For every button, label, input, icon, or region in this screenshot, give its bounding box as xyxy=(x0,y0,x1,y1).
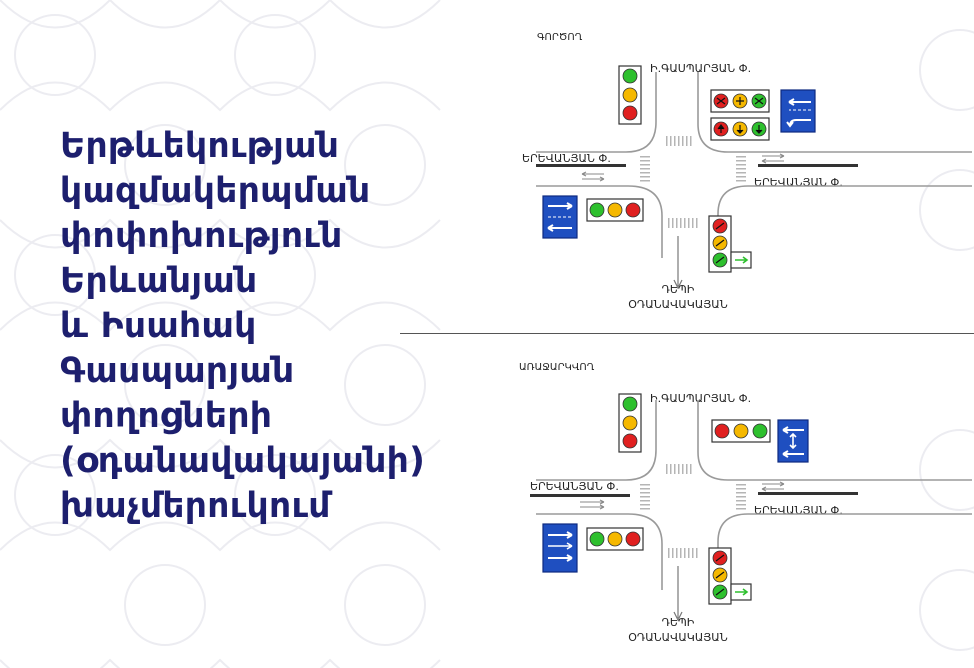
light-red xyxy=(622,433,638,449)
traffic-light-south xyxy=(708,547,752,605)
light-green xyxy=(622,68,638,84)
title-line: կազմակերպման xyxy=(60,171,371,211)
traffic-light-north xyxy=(618,65,642,125)
stop-line-east xyxy=(758,164,858,167)
lane-sign-west xyxy=(542,523,578,573)
street-label-west: ԵՐԵՎԱՆՅԱՆ Փ. xyxy=(530,480,619,493)
lane-arrows-east xyxy=(761,481,785,492)
lane-sign-north xyxy=(777,419,809,463)
light-red xyxy=(714,423,730,439)
title-line: (օդանավակայանի) xyxy=(60,441,426,481)
diagram-header: ԳՈՐԾՈՂ xyxy=(537,32,583,43)
traffic-light-west xyxy=(586,527,644,551)
light-yellow xyxy=(622,87,638,103)
traffic-light-east xyxy=(711,419,771,443)
diagram-header: ԱՌԱՋԱՐԿՎՈՂ xyxy=(519,362,595,373)
direction-label-line1: ԴԵՊԻ xyxy=(662,283,695,296)
light-yellow xyxy=(607,531,623,547)
title-line: Գասպարյան xyxy=(60,351,295,391)
crosswalk-south xyxy=(668,218,698,228)
exit-arrow xyxy=(673,566,683,622)
road-edges xyxy=(536,72,972,258)
light-green xyxy=(752,423,768,439)
exit-arrow xyxy=(673,236,683,290)
traffic-light-arrows-top xyxy=(710,89,770,141)
street-label-west: ԵՐԵՎԱՆՅԱՆ Փ. xyxy=(522,152,611,165)
light-green xyxy=(622,396,638,412)
title-line: Երևանյան xyxy=(60,261,258,301)
traffic-light-south xyxy=(708,215,752,273)
crosswalk-west xyxy=(640,484,650,510)
stop-line-west xyxy=(536,164,626,167)
light-red xyxy=(622,105,638,121)
stop-line-east xyxy=(758,492,858,495)
crosswalk-west xyxy=(640,156,650,182)
street-label-east: ԵՐԵՎԱՆՅԱՆ Փ. xyxy=(754,176,843,189)
page-title: Երթևեկության կազմակերպման փոփոխություն Ե… xyxy=(60,124,500,529)
section-divider xyxy=(400,333,974,334)
lane-arrows-west xyxy=(581,171,605,182)
light-green xyxy=(589,531,605,547)
crosswalk-north xyxy=(666,136,692,146)
crosswalk-east xyxy=(736,156,746,182)
street-label-east: ԵՐԵՎԱՆՅԱՆ Փ. xyxy=(754,504,843,517)
direction-label-line2: ՕԴԱՆԱՎԱԿԱՅԱՆ xyxy=(628,298,727,311)
street-label-north: Ի.ԳԱՍՊԱՐՅԱՆ Փ. xyxy=(650,62,751,75)
current-scheme-diagram: ԳՈՐԾՈՂ Ի.ԳԱՍՊԱՐՅԱՆ Փ. ԵՐԵՎԱՆՅԱՆ Փ. ԵՐԵՎԱ… xyxy=(522,32,972,311)
proposed-scheme-diagram: ԱՌԱՋԱՐԿՎՈՂ Ի.ԳԱՍՊԱՐՅԱՆ Փ. ԵՐԵՎԱՆՅԱՆ Փ. Ե… xyxy=(519,362,972,644)
stop-line-west xyxy=(530,494,630,497)
title-line: խաչմերուկում xyxy=(60,486,331,526)
title-line: Երթևեկության xyxy=(60,126,340,166)
light-yellow xyxy=(733,423,749,439)
green-arrow-icon xyxy=(735,588,749,596)
crosswalk-north xyxy=(666,464,692,474)
title-line: փոփոխություն xyxy=(60,216,343,256)
street-label-north: Ի.ԳԱՍՊԱՐՅԱՆ Փ. xyxy=(650,392,751,405)
lane-arrows-east xyxy=(761,153,785,164)
lane-arrows-west xyxy=(580,499,605,510)
crosswalk-south xyxy=(668,548,698,558)
light-green xyxy=(589,202,605,218)
crosswalk-east xyxy=(736,484,746,510)
traffic-light-north xyxy=(618,393,642,453)
traffic-light-west xyxy=(586,198,644,222)
light-red xyxy=(625,202,641,218)
lane-sign-west xyxy=(542,195,578,239)
road-edges xyxy=(536,400,972,590)
direction-label-line2: ՕԴԱՆԱՎԱԿԱՅԱՆ xyxy=(628,631,727,644)
light-yellow xyxy=(622,415,638,431)
green-arrow-icon xyxy=(735,256,749,264)
light-red xyxy=(625,531,641,547)
direction-label-line1: ԴԵՊԻ xyxy=(662,616,695,629)
title-line: և Իսահակ xyxy=(60,306,257,346)
light-yellow xyxy=(607,202,623,218)
lane-sign-north xyxy=(780,89,816,133)
title-line: փողոցների xyxy=(60,396,273,436)
